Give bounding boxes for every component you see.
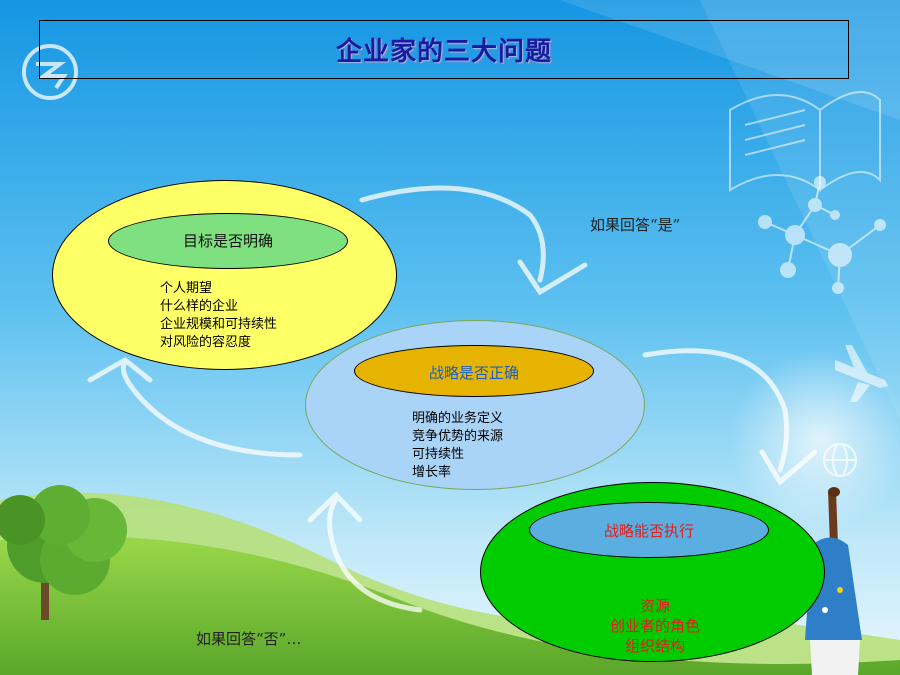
caption-if-no: 如果回答“否”… xyxy=(196,630,302,648)
goal-header: 目标是否明确 xyxy=(182,232,273,250)
list-item: 增长率 xyxy=(412,465,452,480)
list-item: 什么样的企业 xyxy=(160,299,239,314)
airplane-icon xyxy=(835,345,888,402)
strategy-header: 战略是否正确 xyxy=(428,364,519,382)
title-box: 企业家的三大问题 xyxy=(39,20,849,79)
goal-list: 个人期望 什么样的企业 企业规模和可持续性 对风险的容忍度 xyxy=(160,280,277,352)
flow-arrows xyxy=(87,185,818,613)
list-item: 明确的业务定义 xyxy=(412,411,504,426)
page-title: 企业家的三大问题 xyxy=(335,37,552,67)
list-item: 创业者的角色 xyxy=(609,617,700,635)
strategy-list: 明确的业务定义 竞争优势的来源 可持续性 增长率 xyxy=(412,410,503,482)
goal-ellipse xyxy=(52,180,397,370)
list-item: 企业规模和可持续性 xyxy=(160,317,278,332)
tree-illustration xyxy=(0,485,127,620)
execution-list: 资源 创业者的角色 组织结构 xyxy=(580,596,730,656)
molecule-icon xyxy=(758,176,886,294)
strategy-header-ellipse xyxy=(354,345,594,397)
list-item: 个人期望 xyxy=(160,281,213,296)
book-icon xyxy=(729,91,881,192)
list-item: 竞争优势的来源 xyxy=(412,429,504,444)
logo-icon xyxy=(22,44,78,100)
caption-if-yes: 如果回答“是” xyxy=(590,216,681,234)
goal-header-ellipse xyxy=(108,213,348,269)
globe-icon xyxy=(823,443,857,477)
execution-header-ellipse xyxy=(529,502,769,558)
list-item: 组织结构 xyxy=(624,637,685,655)
list-item: 可持续性 xyxy=(412,447,465,462)
list-item: 资源 xyxy=(639,597,670,615)
execution-header: 战略能否执行 xyxy=(603,522,694,540)
list-item: 对风险的容忍度 xyxy=(160,335,252,350)
